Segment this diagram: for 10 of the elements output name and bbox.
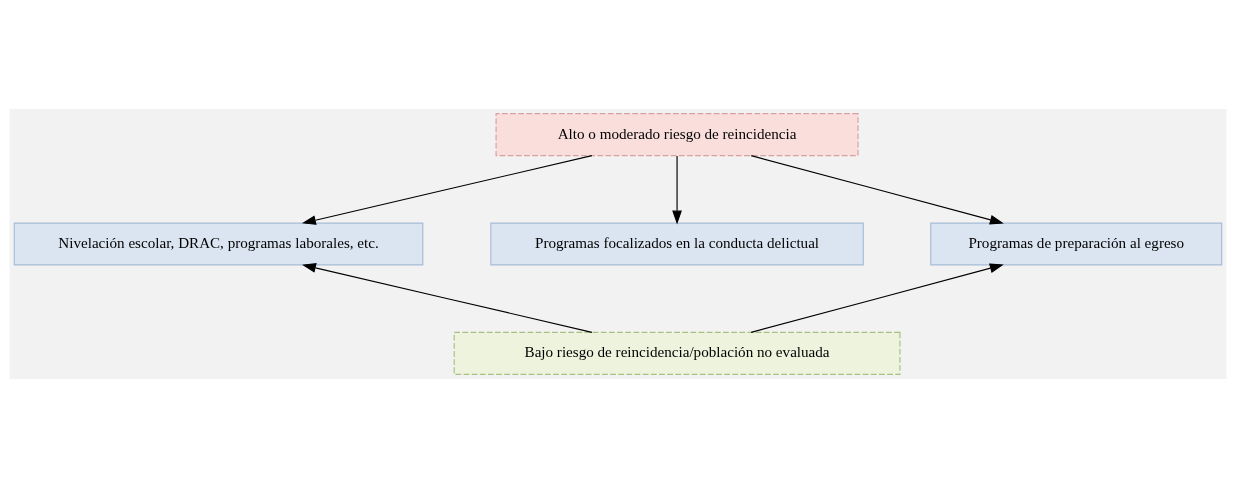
node-box: Programas focalizados en la conducta delictual: [490, 221, 864, 266]
node-box: Bajo riesgo de reincidencia/población no evaluada: [453, 331, 901, 375]
node-box: Programas de preparación al egreso: [930, 221, 1223, 266]
arrow: [672, 154, 682, 225]
node-box: Nivelación escolar, DRAC, programas laborales, etc.: [13, 221, 424, 266]
node-box: Alto o moderado riesgo de reincidencia: [495, 112, 859, 156]
arrow: [750, 154, 1004, 224]
arrow: [302, 262, 593, 333]
arrow: [301, 154, 593, 225]
arrow: [750, 263, 1004, 333]
